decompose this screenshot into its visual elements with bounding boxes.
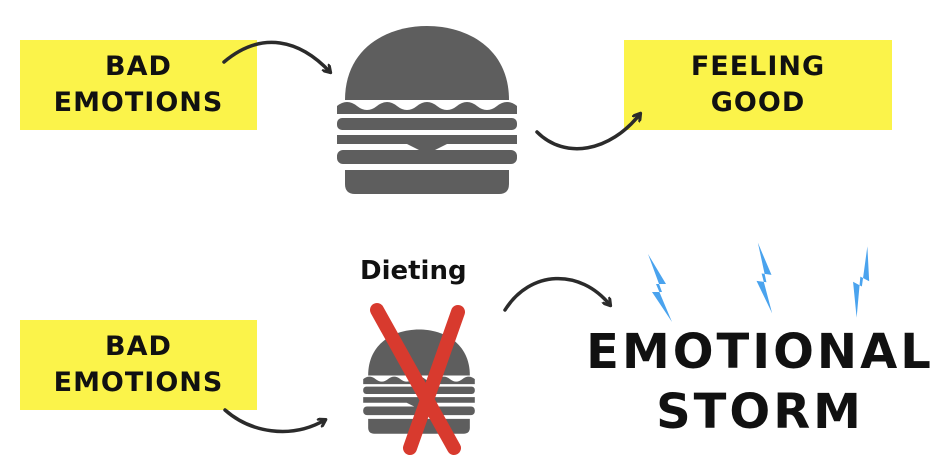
lightning-bolt-icon [835, 246, 889, 318]
label-line: FEELING [690, 51, 826, 82]
arrow-to-feeling-good [535, 114, 640, 151]
arrow-to-emotional-storm [503, 276, 610, 312]
red-x-icon [370, 303, 465, 455]
label-line: EMOTIONAL [586, 324, 934, 380]
label-line: EMOTIONS [53, 87, 224, 118]
label-line: GOOD [710, 87, 806, 118]
lightning-bolt-icon [648, 254, 672, 322]
emotional-storm-label: EMOTIONAL STORM [580, 322, 940, 442]
burger-icon [337, 26, 517, 194]
arrow-to-burger-top [222, 40, 330, 72]
bad-emotions-box-bottom: BAD EMOTIONS [20, 320, 257, 410]
label-line: STORM [656, 384, 864, 440]
arrow-to-burger-bottom [223, 408, 325, 434]
lightning-bolt-icon [748, 242, 782, 314]
bad-emotions-box-top: BAD EMOTIONS [20, 40, 257, 130]
label-line: BAD [105, 51, 172, 82]
label-line: BAD [105, 331, 172, 362]
label-line: EMOTIONS [53, 367, 224, 398]
feeling-good-box: FEELING GOOD [624, 40, 892, 130]
dieting-label: Dieting [360, 256, 467, 286]
